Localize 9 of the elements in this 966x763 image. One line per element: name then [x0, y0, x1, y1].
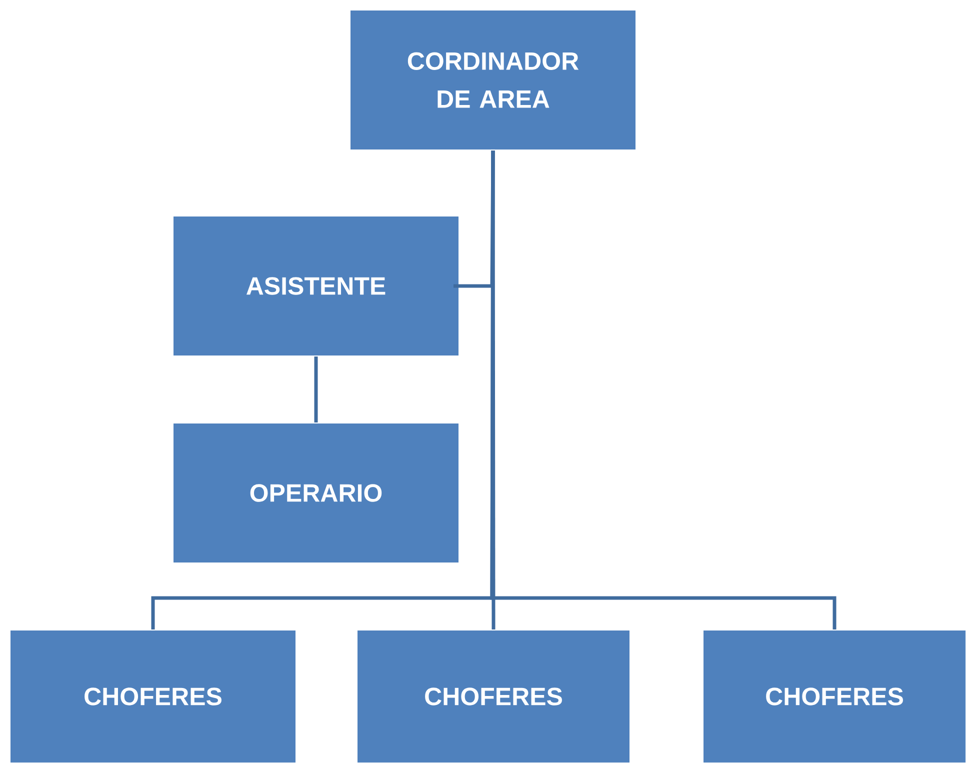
org-box: ASISTENTE [172, 216, 460, 356]
connector-line [314, 356, 318, 422]
org-box: CHOFERES [702, 630, 966, 763]
org-box: CHOFERES [356, 630, 630, 763]
connector-line [490, 150, 836, 630]
connector-line [491, 150, 496, 630]
org-box: CHOFERES [10, 630, 296, 763]
org-box: CORDINADOR DE AREA [350, 10, 636, 150]
org-box: OPERARIO [172, 422, 460, 564]
